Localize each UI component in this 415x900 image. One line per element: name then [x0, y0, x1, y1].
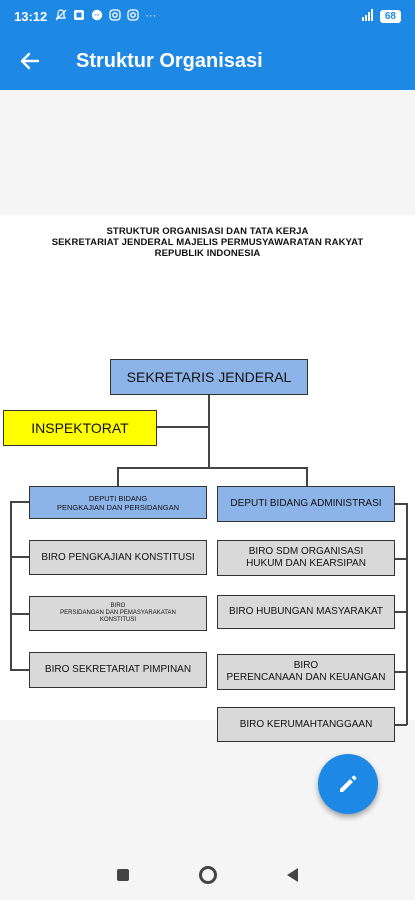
box-biro-kerumahtanggaan: BIRO KERUMAHTANGGAAN: [217, 707, 395, 742]
app-bar: Struktur Organisasi: [0, 32, 415, 90]
box-biro-sekretariat: BIRO SEKRETARIAT PIMPINAN: [29, 652, 207, 688]
box-label: BIRO: [293, 660, 319, 671]
system-back-button[interactable]: [287, 868, 298, 882]
instagram-icon: [109, 8, 121, 24]
recents-square-icon: [117, 869, 129, 881]
connector-line: [10, 556, 29, 558]
back-button[interactable]: [0, 32, 60, 90]
box-biro-persidangan: BIRO PERSIDANGAN DAN PEMASYARAKATAN KONS…: [29, 596, 207, 631]
edit-fab-button[interactable]: [318, 754, 378, 814]
box-label: BIRO SEKRETARIAT PIMPINAN: [44, 664, 192, 675]
box-biro-pengkajian: BIRO PENGKAJIAN KONSTITUSI: [29, 540, 207, 575]
box-label: HUKUM DAN KEARSIPAN: [246, 558, 366, 569]
connector-line: [117, 467, 308, 469]
connector-line: [406, 503, 408, 725]
box-label: DEPUTI BIDANG ADMINISTRASI: [230, 498, 382, 509]
chart-heading: STRUKTUR ORGANISASI DAN TATA KERJA SEKRE…: [0, 226, 415, 259]
box-label: BIRO SDM ORGANISASI: [248, 546, 364, 557]
page-title: Struktur Organisasi: [76, 49, 263, 72]
box-deputi-pengkajian: DEPUTI BIDANG PENGKAJIAN DAN PERSIDANGAN: [29, 486, 207, 519]
connector-line: [306, 467, 308, 486]
box-sekretaris-jenderal: SEKRETARIS JENDERAL: [110, 359, 308, 395]
box-label: BIRO PENGKAJIAN KONSTITUSI: [41, 551, 195, 563]
box-label: DEPUTI BIDANG: [88, 493, 148, 503]
system-nav-bar: [0, 850, 415, 900]
connector-line: [117, 467, 119, 486]
instagram-icon: [127, 8, 139, 24]
back-triangle-icon: [287, 868, 298, 882]
status-time: 13:12: [14, 8, 48, 24]
chart-heading-line2: SEKRETARIAT JENDERAL MAJELIS PERMUSYAWAR…: [51, 237, 364, 248]
box-label: INSPEKTORAT: [31, 419, 129, 436]
box-label: PERSIDANGAN DAN PEMASYARAKATAN: [60, 609, 176, 616]
connector-line: [10, 501, 12, 669]
connector-line: [395, 558, 407, 560]
box-deputi-administrasi: DEPUTI BIDANG ADMINISTRASI: [217, 486, 395, 522]
box-inspektorat: INSPEKTORAT: [3, 410, 157, 446]
box-biro-humas: BIRO HUBUNGAN MASYARAKAT: [217, 595, 395, 629]
box-label: BIRO HUBUNGAN MASYARAKAT: [228, 606, 384, 617]
content-area: STRUKTUR ORGANISASI DAN TATA KERJA SEKRE…: [0, 90, 415, 850]
connector-line: [10, 501, 29, 503]
box-label: BIRO KERUMAHTANGGAAN: [239, 718, 373, 730]
notification-icons: ···: [55, 8, 157, 24]
edit-pencil-icon: [340, 775, 357, 792]
connector-line: [395, 503, 407, 505]
alarm-muted-icon: [55, 8, 67, 24]
box-biro-sdm: BIRO SDM ORGANISASI HUKUM DAN KEARSIPAN: [217, 540, 395, 576]
home-button[interactable]: [199, 866, 217, 884]
box-label: PENGKAJIAN DAN PERSIDANGAN: [56, 502, 180, 512]
connector-line: [395, 724, 407, 726]
connector-line: [10, 613, 29, 615]
connector-line: [395, 611, 407, 613]
arrow-left-icon: [20, 52, 40, 70]
connector-line: [208, 395, 210, 468]
box-label: SEKRETARIS JENDERAL: [126, 368, 292, 385]
connector-line: [10, 669, 29, 671]
box-label: BIRO: [110, 602, 126, 609]
messenger-icon: [91, 9, 103, 24]
box-label: KONSTITUSI: [99, 617, 136, 624]
chart-heading-line3: REPUBLIK INDONESIA: [154, 248, 261, 259]
box-label: PERENCANAAN DAN KEUANGAN: [226, 672, 386, 683]
home-circle-icon: [199, 866, 217, 884]
org-chart-image[interactable]: STRUKTUR ORGANISASI DAN TATA KERJA SEKRE…: [0, 215, 415, 742]
system-status: 68: [356, 8, 401, 24]
box-biro-perencanaan: BIRO PERENCANAAN DAN KEUANGAN: [217, 654, 395, 690]
recents-button[interactable]: [117, 869, 129, 881]
battery-indicator: 68: [379, 9, 401, 23]
message-icon: [73, 9, 85, 24]
status-bar: 13:12 ··· 68: [0, 0, 415, 32]
signal-icon: [356, 8, 374, 24]
connector-line: [157, 426, 209, 428]
connector-line: [395, 671, 407, 673]
chart-heading-line1: STRUKTUR ORGANISASI DAN TATA KERJA: [106, 226, 309, 237]
more-dots-icon: ···: [145, 10, 157, 22]
